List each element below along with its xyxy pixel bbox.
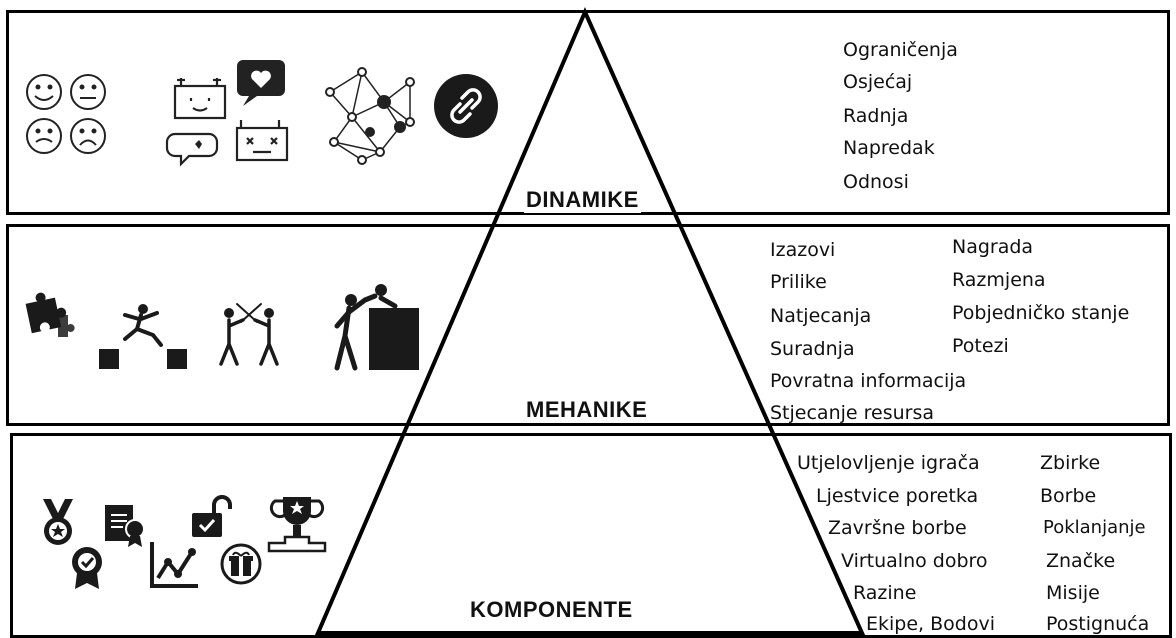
term: Zbirke xyxy=(1040,452,1101,474)
term: Povratna informacija xyxy=(770,370,967,392)
level-label-komponente: KOMPONENTE xyxy=(468,597,635,623)
unlock-icon xyxy=(192,495,232,537)
teamwork-icon xyxy=(334,284,419,371)
term: Stjecanje resursa xyxy=(770,402,934,424)
term: Nagrada xyxy=(952,236,1034,258)
term: Radnja xyxy=(843,105,909,127)
term: Odnosi xyxy=(843,171,909,193)
term: Postignuća xyxy=(1046,613,1150,635)
link-icon xyxy=(434,74,498,138)
term: Ljestvice poretka xyxy=(816,485,979,507)
puzzle-icon xyxy=(25,292,75,337)
term: Suradnja xyxy=(770,338,855,360)
term: Napredak xyxy=(843,137,935,159)
term: Izazovi xyxy=(770,239,836,261)
emotion-faces-icon xyxy=(26,74,106,154)
term: Prilike xyxy=(770,271,827,293)
term: Osjećaj xyxy=(843,71,913,93)
term: Borbe xyxy=(1040,485,1097,507)
term: Završne borbe xyxy=(828,517,967,539)
term: Virtualno dobro xyxy=(841,550,988,572)
level-label-dinamike: DINAMIKE xyxy=(524,187,641,213)
term: Razine xyxy=(853,582,917,604)
term: Pobjedničko stanje xyxy=(952,302,1130,324)
medal-icon xyxy=(43,499,73,545)
duel-icon xyxy=(219,303,279,366)
term: Potezi xyxy=(952,335,1009,357)
term: Ekipe, Bodovi xyxy=(866,613,995,635)
chart-icon xyxy=(150,542,198,588)
gift-icon xyxy=(220,543,262,585)
trophy-icon xyxy=(267,497,327,553)
certificate-icon xyxy=(105,505,145,547)
term: Natjecanja xyxy=(770,305,872,327)
term: Misije xyxy=(1046,582,1100,604)
term: Utjelovljenje igrača xyxy=(797,452,980,474)
term: Značke xyxy=(1046,550,1116,572)
jump-gap-icon xyxy=(99,304,187,369)
badge-icon xyxy=(72,547,102,589)
level-label-mehanike: MEHANIKE xyxy=(524,397,650,423)
term: Ograničenja xyxy=(843,39,958,61)
term: Poklanjanje xyxy=(1043,517,1146,538)
battery-love-icon xyxy=(165,60,289,167)
network-icon xyxy=(325,67,415,165)
term: Razmjena xyxy=(952,269,1046,291)
